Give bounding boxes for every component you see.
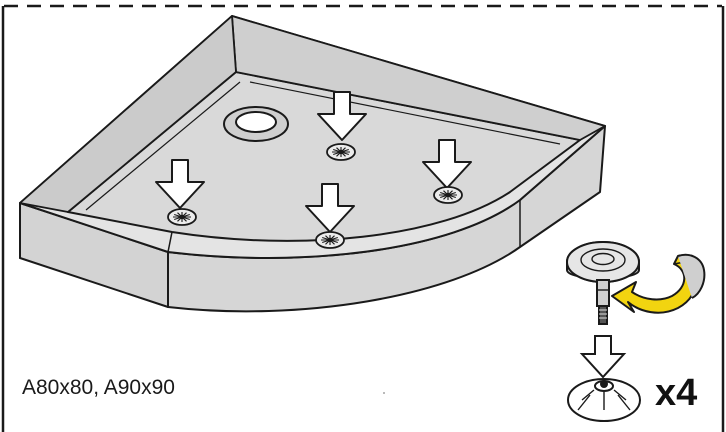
foot-marker-icon: [315, 231, 345, 249]
foot-down-arrow-icon: [579, 335, 627, 379]
stray-dot: [383, 392, 385, 394]
down-arrow-icon: [422, 139, 472, 189]
down-arrow-icon: [317, 91, 367, 141]
drain-hole-icon: [223, 106, 289, 142]
down-arrow-icon: [305, 183, 355, 233]
shower-tray-illustration: [19, 15, 606, 313]
foot-marker-icon: [433, 186, 463, 204]
foot-marker-icon: [326, 143, 356, 161]
down-arrows: [155, 91, 472, 249]
quantity-label: x4: [655, 372, 698, 414]
model-sizes-label: A80x80, A90x90: [22, 376, 175, 399]
rotate-arrow-icon: [611, 253, 706, 314]
down-arrow-icon: [155, 159, 205, 209]
foot-base-icon: [567, 378, 641, 422]
foot-marker-icon: [167, 208, 197, 226]
tray-left-wall: [19, 15, 237, 213]
adjustable-foot-icon: [566, 241, 640, 325]
panel-frame: [1, 4, 725, 432]
